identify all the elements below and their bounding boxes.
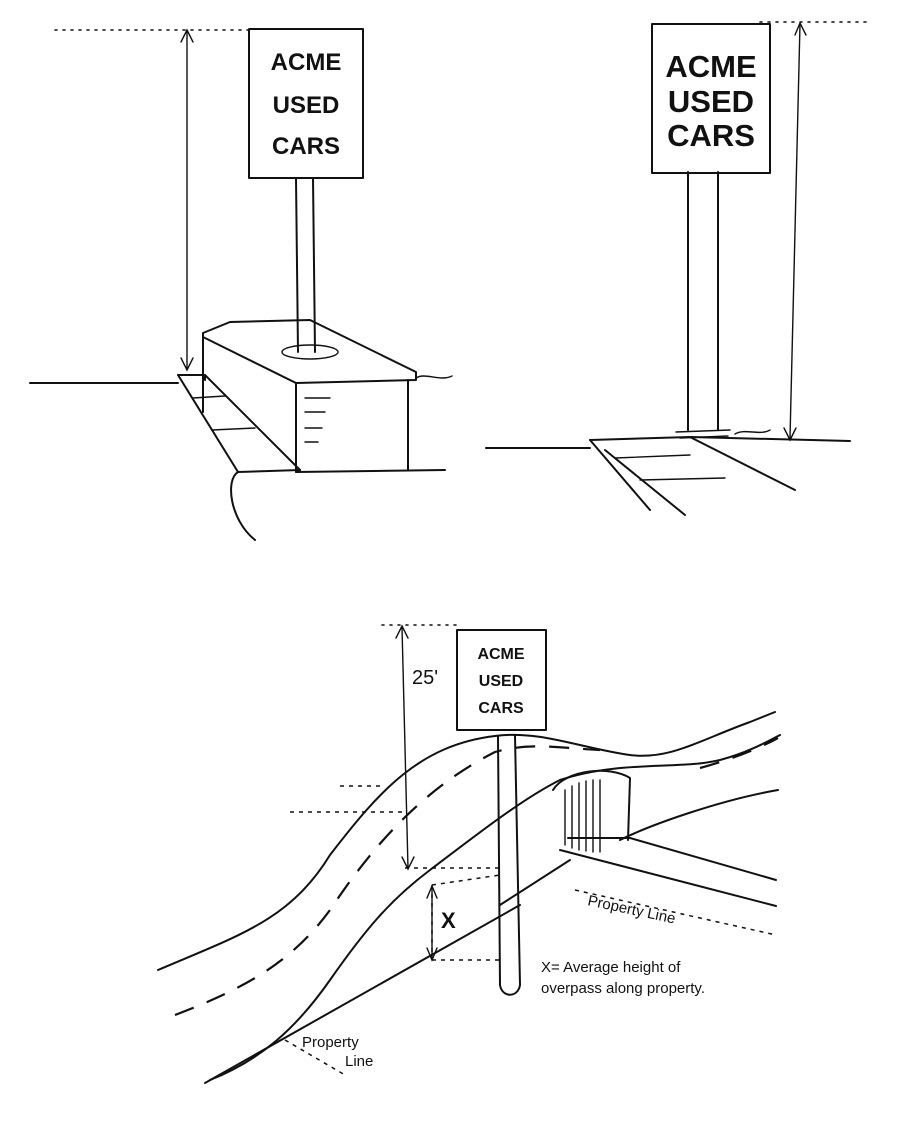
x-note-line1: X= Average height of: [541, 959, 681, 976]
embankment-base-line-2: [499, 859, 571, 906]
sign-board-right: ACME USED CARS: [651, 23, 771, 174]
curb-sidewalk: [177, 374, 301, 541]
property-line-right-mark: [574, 889, 777, 936]
sign-pole-right: [675, 171, 731, 439]
height-25-dimension-arrow: [395, 624, 415, 871]
underpass-tunnel: [552, 769, 779, 907]
embankment-base-line: [204, 904, 521, 1084]
sign-right-line3: CARS: [667, 118, 755, 153]
sign-left-line1: ACME: [271, 49, 342, 76]
property-line-left-label-2: Line: [345, 1053, 373, 1070]
sign-bottom-line2: USED: [479, 673, 523, 690]
panel-planter-sign: ACME USED CARS: [29, 28, 453, 541]
panel-overpass-sign: 25' X: [157, 624, 781, 1084]
x-ref-line-top: [431, 874, 501, 886]
x-dimension-arrow: [426, 884, 438, 962]
lane-marking-left: [174, 745, 601, 1017]
sidewalk-right: [589, 436, 796, 516]
planter-box: [202, 319, 453, 473]
sign-right-line2: USED: [668, 84, 754, 119]
sign-left-line3: CARS: [272, 133, 340, 160]
sign-bottom-line1: ACME: [477, 646, 524, 663]
x-note-line2: overpass along property.: [541, 980, 705, 997]
sign-pole: [295, 177, 316, 353]
height-dimension-arrow: [180, 28, 194, 372]
sign-pole-bottom: [497, 735, 521, 996]
x-label: X: [441, 908, 456, 933]
ground-line-right-2: [689, 436, 851, 442]
panel-ground-sign: ACME USED CARS: [485, 21, 873, 516]
sign-right-line1: ACME: [665, 49, 756, 84]
property-line-right-label: Property Line: [586, 892, 677, 927]
height-dimension-arrow-right: [783, 21, 807, 442]
overpass-bottom-edge: [209, 734, 781, 1081]
height-25-label: 25': [412, 667, 438, 689]
sign-bottom-line3: CARS: [478, 700, 524, 717]
lane-marking-right: [699, 737, 779, 770]
property-line-left-mark: [284, 1039, 346, 1076]
sign-board-left: ACME USED CARS: [248, 28, 364, 179]
sign-board-bottom: ACME USED CARS: [456, 629, 547, 731]
overpass-top-edge: [157, 711, 776, 971]
property-line-left-label-1: Property: [302, 1034, 359, 1051]
sign-left-line2: USED: [273, 92, 340, 119]
